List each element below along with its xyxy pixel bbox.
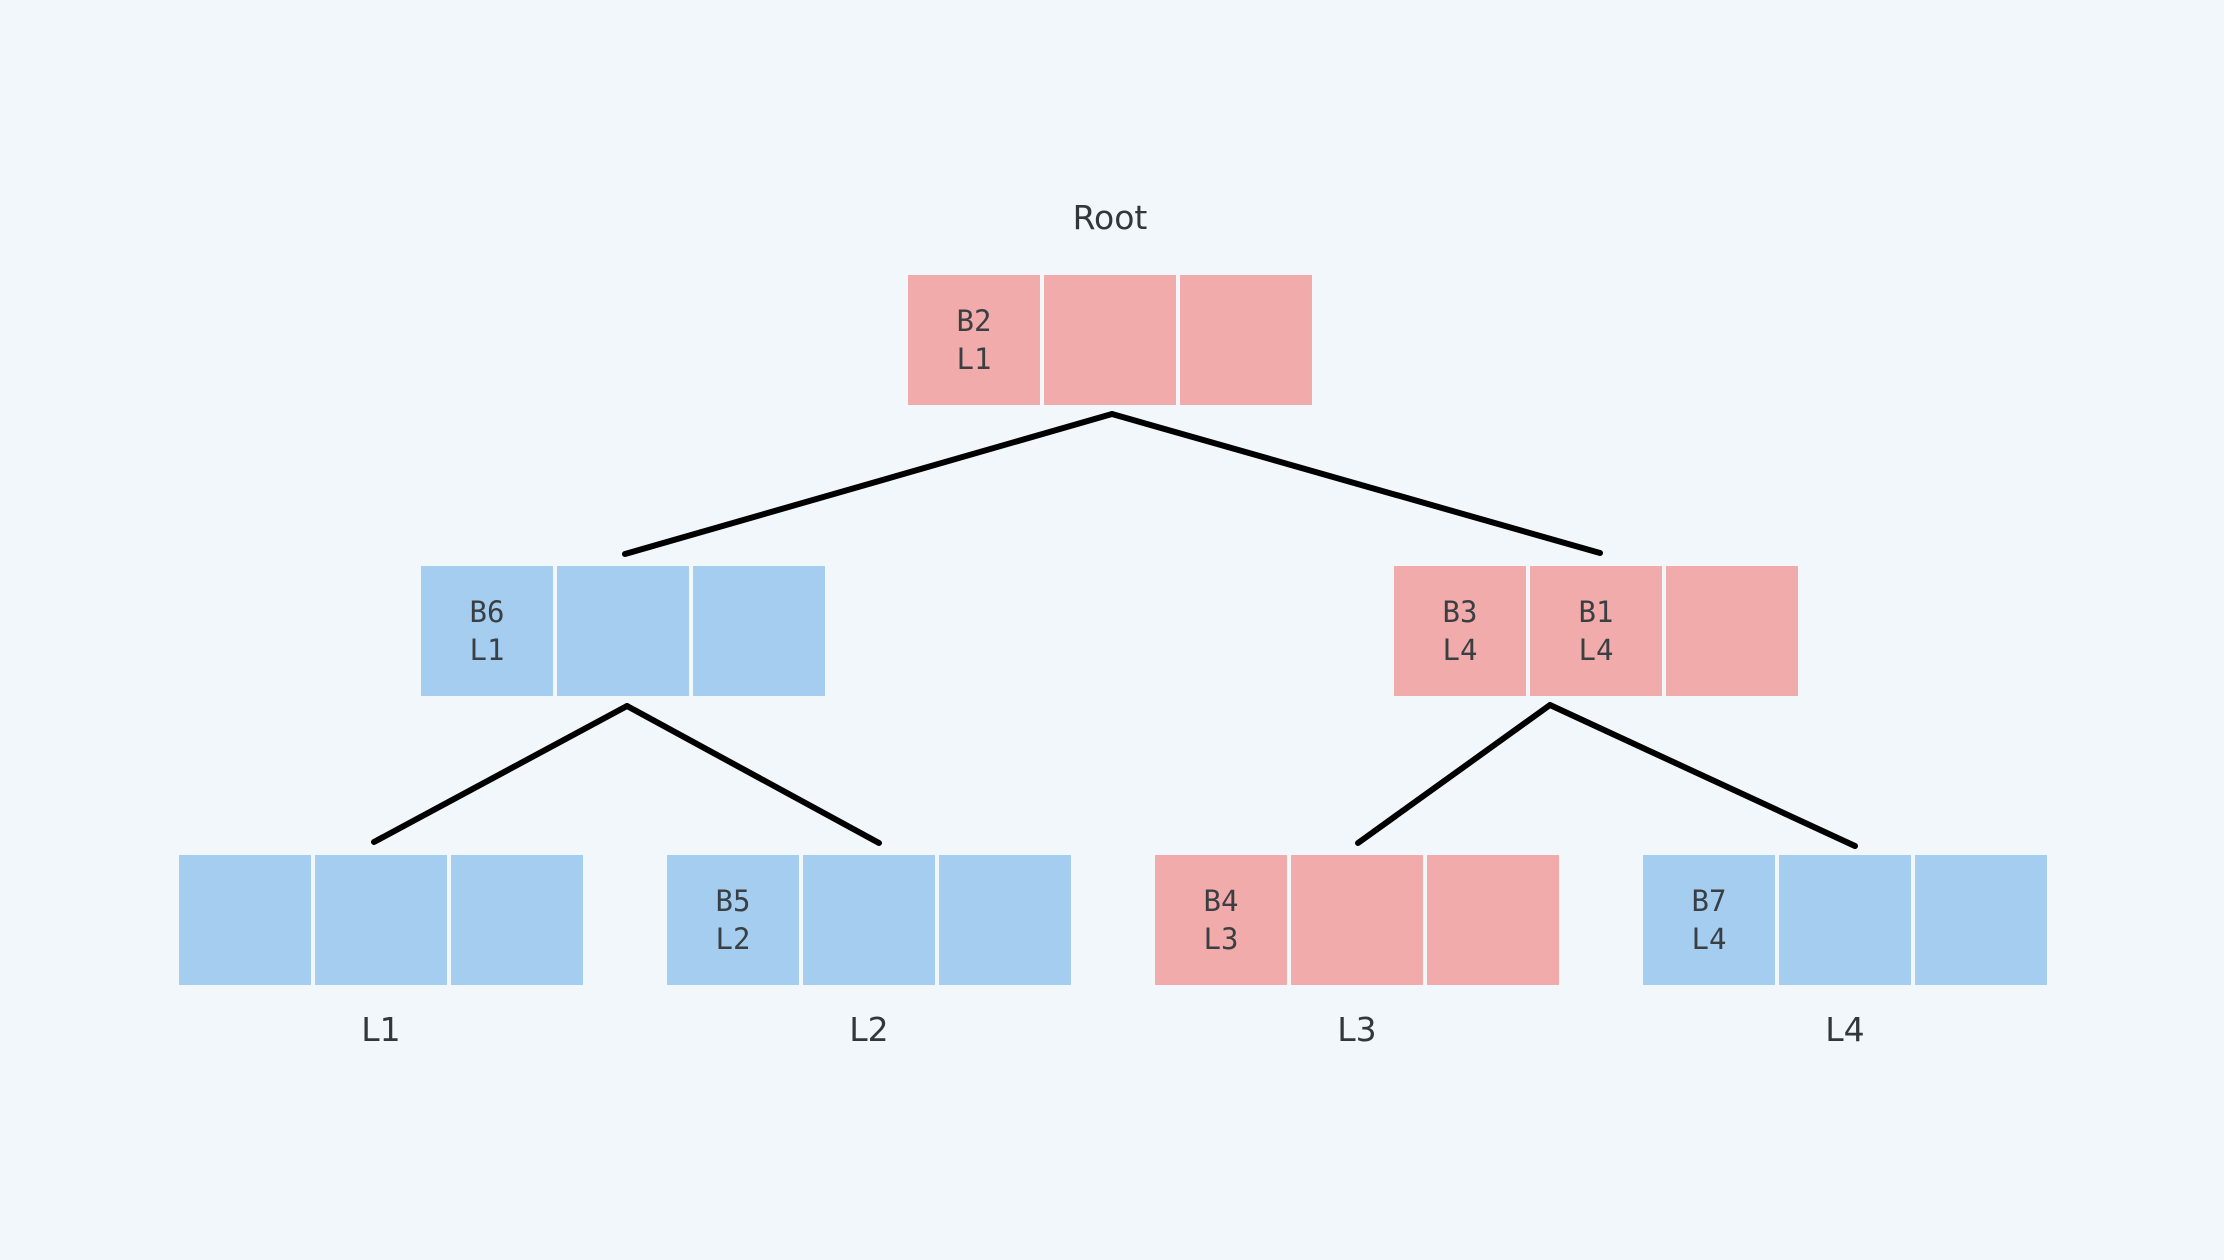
node-internal-right-cell-2[interactable] (1666, 566, 1798, 696)
node-leaf-l3-cell-2[interactable] (1427, 855, 1559, 985)
cell-level: L4 (1578, 633, 1614, 667)
node-internal-left-cell-2[interactable] (693, 566, 825, 696)
edge-internal-left-to-leaf-l2 (624, 703, 882, 846)
node-leaf-l4-cell-1[interactable] (1779, 855, 1911, 985)
leaf-caption-l2: L2 (849, 1010, 889, 1049)
leaf-caption-l1: L1 (361, 1010, 401, 1049)
node-leaf-l2-cell-1[interactable] (803, 855, 935, 985)
cell-key: B5 (715, 883, 751, 918)
node-internal-left[interactable]: B6 L1 (421, 566, 825, 696)
node-leaf-l4[interactable]: B7 L4 (1643, 855, 2047, 985)
cell-key: B1 (1578, 594, 1614, 629)
node-internal-left-cell-0[interactable]: B6 L1 (421, 566, 553, 696)
cell-level: L4 (1691, 922, 1727, 956)
cell-level: L3 (1203, 922, 1239, 956)
edge-internal-left-to-leaf-l1 (371, 703, 630, 845)
node-leaf-l2[interactable]: B5 L2 (667, 855, 1071, 985)
page-title: Root (1072, 198, 1148, 237)
edge-internal-right-to-leaf-l3 (1355, 702, 1553, 846)
edge-root-to-internal-right (1109, 411, 1603, 556)
node-root[interactable]: B2 L1 (908, 275, 1312, 405)
cell-key: B3 (1442, 594, 1478, 629)
node-internal-right-cell-0[interactable]: B3 L4 (1394, 566, 1526, 696)
node-internal-right-cell-1[interactable]: B1 L4 (1530, 566, 1662, 696)
node-leaf-l2-cell-0[interactable]: B5 L2 (667, 855, 799, 985)
cell-key: B2 (956, 303, 992, 338)
cell-level: L1 (956, 342, 992, 376)
node-leaf-l3-cell-0[interactable]: B4 L3 (1155, 855, 1287, 985)
node-internal-right[interactable]: B3 L4 B1 L4 (1394, 566, 1798, 696)
node-leaf-l2-cell-2[interactable] (939, 855, 1071, 985)
cell-key: B4 (1203, 883, 1239, 918)
node-leaf-l3-cell-1[interactable] (1291, 855, 1423, 985)
leaf-caption-l4: L4 (1825, 1010, 1865, 1049)
node-internal-left-cell-1[interactable] (557, 566, 689, 696)
cell-level: L2 (715, 922, 751, 956)
leaf-caption-l3: L3 (1337, 1010, 1377, 1049)
node-leaf-l1[interactable] (179, 855, 583, 985)
node-leaf-l3[interactable]: B4 L3 (1155, 855, 1559, 985)
node-leaf-l4-cell-2[interactable] (1915, 855, 2047, 985)
cell-key: B6 (469, 594, 505, 629)
edge-root-to-internal-left (622, 411, 1115, 557)
node-root-cell-2[interactable] (1180, 275, 1312, 405)
cell-level: L1 (469, 633, 505, 667)
node-leaf-l1-cell-1[interactable] (315, 855, 447, 985)
node-leaf-l4-cell-0[interactable]: B7 L4 (1643, 855, 1775, 985)
cell-level: L4 (1442, 633, 1478, 667)
node-root-cell-0[interactable]: B2 L1 (908, 275, 1040, 405)
node-root-cell-1[interactable] (1044, 275, 1176, 405)
node-leaf-l1-cell-0[interactable] (179, 855, 311, 985)
edge-internal-right-to-leaf-l4 (1547, 702, 1858, 849)
node-leaf-l1-cell-2[interactable] (451, 855, 583, 985)
cell-key: B7 (1691, 883, 1727, 918)
